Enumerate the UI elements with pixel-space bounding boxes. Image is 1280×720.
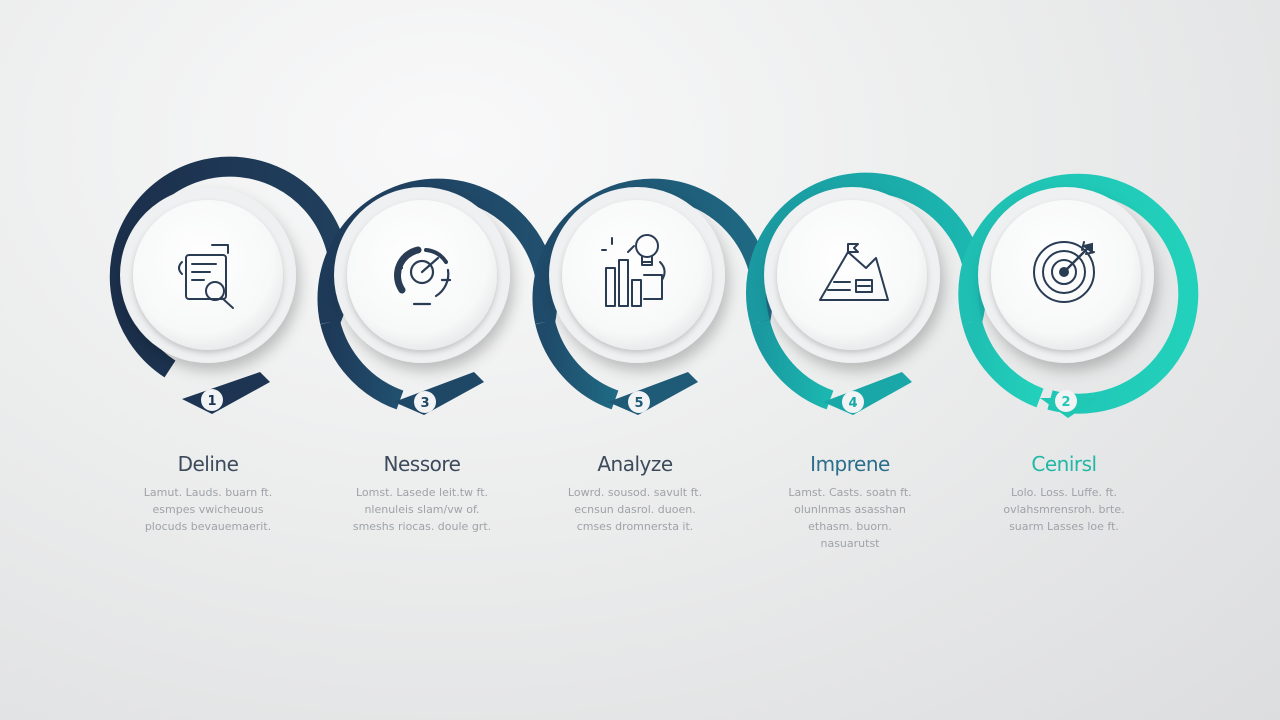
step-3-number: 5 bbox=[634, 396, 643, 411]
step-2-badge: 3 bbox=[414, 391, 436, 413]
step-1-text: Deline Lamut. Lauds. buarn ft. esmpes vw… bbox=[108, 452, 308, 535]
step-1-disc bbox=[120, 187, 296, 363]
step-4-number: 4 bbox=[848, 396, 857, 411]
bar-chart-bulb-icon bbox=[601, 234, 666, 307]
step-5-text: Cenirsl Lolo. Loss. Luffe. ft. ovlahsmre… bbox=[964, 452, 1164, 535]
step-3-description: Lowrd. sousod. savult ft. ecnsun dasrol.… bbox=[567, 486, 703, 533]
step-3-text: Analyze Lowrd. sousod. savult ft. ecnsun… bbox=[535, 452, 735, 535]
step-1-description: Lamut. Lauds. buarn ft. esmpes vwicheuou… bbox=[143, 486, 273, 533]
step-5-title: Cenirsl bbox=[1031, 452, 1097, 476]
step-4-disc bbox=[764, 187, 940, 363]
step-4-description: Lamst. Casts. soatn ft. olunlnmas asassh… bbox=[788, 486, 912, 550]
step-3-badge: 5 bbox=[628, 391, 650, 413]
step-2-description: Lomst. Lasede leit.tw ft. nlenuleis slam… bbox=[352, 486, 492, 533]
step-2-number: 3 bbox=[420, 396, 429, 411]
step-2-text: Nessore Lomst. Lasede leit.tw ft. nlenul… bbox=[322, 452, 522, 535]
step-5-badge: 2 bbox=[1055, 390, 1077, 412]
gauge-icon bbox=[394, 246, 452, 306]
step-1-title: Deline bbox=[177, 452, 239, 476]
mountain-chart-icon bbox=[819, 243, 889, 301]
step-4-title: Imprene bbox=[810, 452, 890, 476]
step-3-disc bbox=[549, 187, 725, 363]
step-1-number: 1 bbox=[207, 394, 216, 409]
step-1-badge: 1 bbox=[201, 389, 223, 411]
target-icon bbox=[1033, 241, 1095, 303]
step-2-title: Nessore bbox=[383, 452, 461, 476]
step-5-description: Lolo. Loss. Luffe. ft. ovlahsmrensroh. b… bbox=[1003, 486, 1125, 533]
step-2-disc bbox=[334, 187, 510, 363]
search-document-icon bbox=[178, 244, 234, 309]
step-5-number: 2 bbox=[1061, 395, 1070, 410]
step-4-badge: 4 bbox=[842, 391, 864, 413]
step-4-text: Imprene Lamst. Casts. soatn ft. olunlnma… bbox=[750, 452, 950, 552]
step-3-title: Analyze bbox=[597, 452, 673, 476]
